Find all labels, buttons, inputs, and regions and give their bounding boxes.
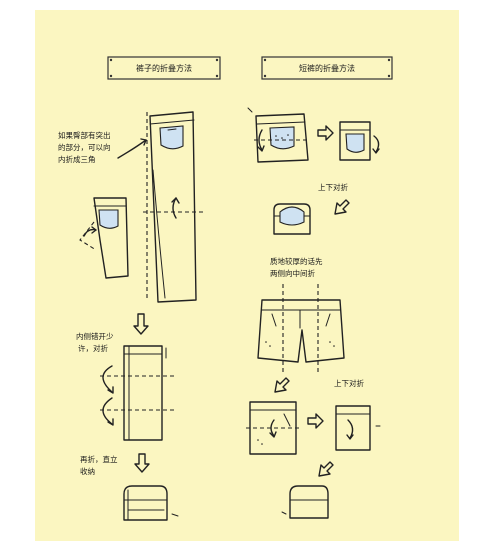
note-pants-step3-line1: 再折，直立 [80, 454, 118, 464]
note-shorts-step2-line2: 两侧向中间折 [270, 268, 315, 278]
pants-arrow-down-1 [134, 314, 148, 334]
pants-arrow-down-2 [135, 454, 149, 472]
shorts-arrow-diagonal-2 [275, 378, 289, 392]
note-pants-step2-line1: 内侧错开少 [76, 331, 114, 341]
pants-rear-fold-illustration [80, 198, 128, 278]
title-box-pants: 裤子的折叠方法 [108, 57, 220, 79]
shorts-arrow-right-1 [318, 126, 333, 140]
note-pants-step2-line2: 许，对折 [78, 343, 108, 353]
title-shorts: 短裤的折叠方法 [299, 63, 355, 73]
note-shorts-step2-line1: 质地较厚的话先 [270, 256, 323, 266]
title-box-shorts: 短裤的折叠方法 [262, 57, 392, 79]
note-pants-step3-line2: 收纳 [80, 466, 95, 476]
shorts-small-bundle-illustration [274, 204, 310, 234]
pants-half-fold-illustration [100, 346, 174, 440]
pants-final-bundle-illustration [124, 486, 178, 520]
note-shorts-step1: 上下对折 [318, 182, 348, 192]
shorts-half-fold-illustration [340, 122, 379, 160]
shorts-arrow-diagonal-3 [319, 462, 333, 476]
shorts-arrow-right-2 [308, 414, 323, 428]
shorts-arrow-diagonal-1 [335, 200, 349, 214]
note-pants-step1-line1: 如果臀部有突出 [58, 130, 111, 140]
shorts-half-fold-illustration-2 [336, 406, 380, 450]
shorts-flat-illustration [248, 108, 310, 162]
shorts-front-illustration [258, 284, 344, 372]
note-pointer-arrow [118, 140, 146, 158]
note-pants-step1-line2: 的部分，可以向 [58, 142, 111, 152]
shorts-final-bundle-illustration [282, 486, 328, 518]
pants-full-illustration [143, 112, 206, 302]
note-shorts-step3: 上下对折 [334, 378, 364, 388]
title-pants: 裤子的折叠方法 [136, 63, 192, 73]
shorts-side-fold-illustration [246, 402, 300, 454]
note-pants-step1-line3: 内折成三角 [58, 154, 96, 164]
